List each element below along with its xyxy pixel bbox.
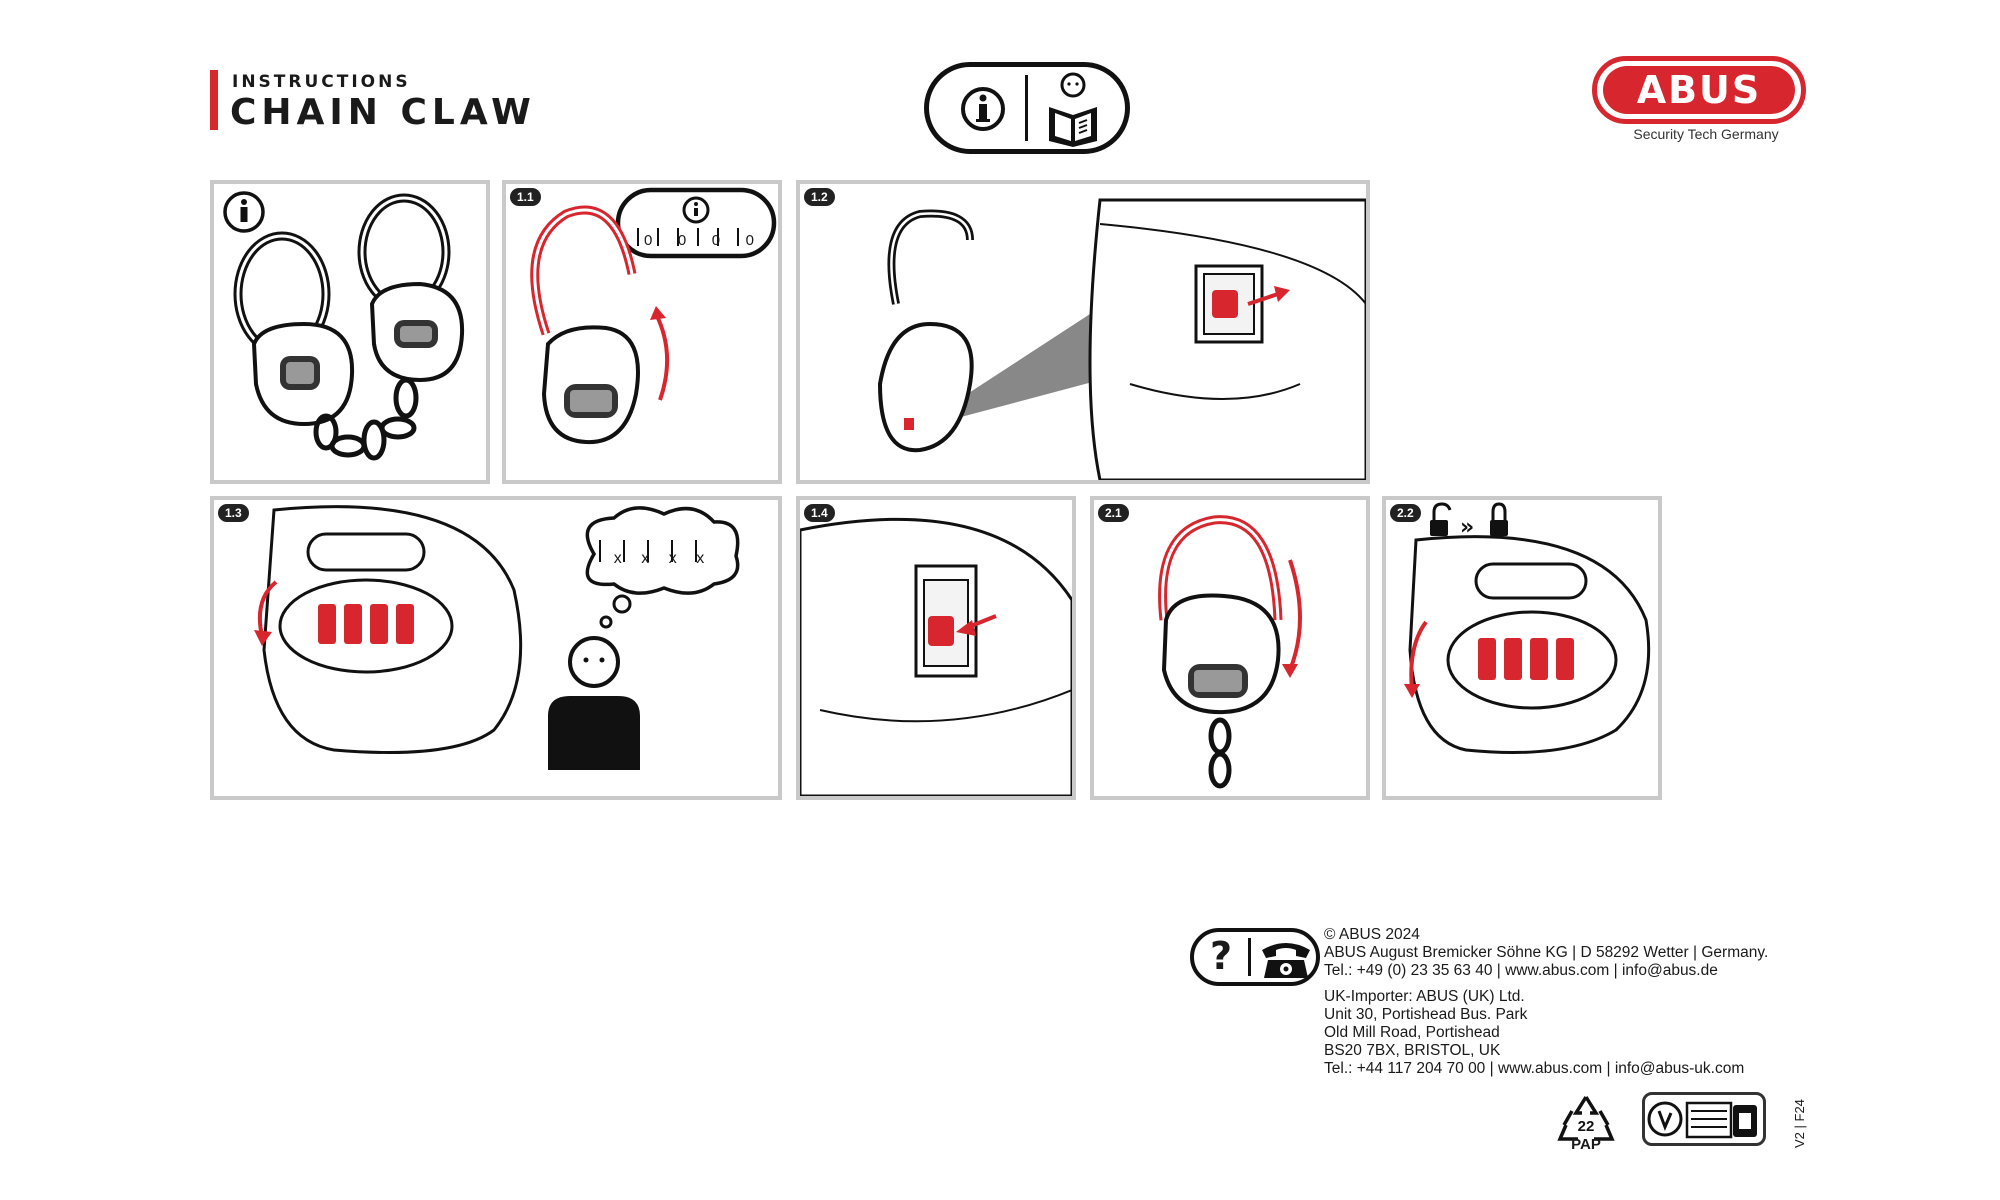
step-badge: 1.4	[804, 504, 835, 522]
code-digit: 0	[745, 232, 754, 249]
recycle-number: 22	[1578, 1118, 1595, 1135]
document-title: CHAIN CLAW	[230, 92, 536, 133]
logo-tagline: Security Tech Germany	[1633, 126, 1779, 142]
code-digit: 0	[711, 232, 721, 249]
read-instructions-pill	[924, 62, 1130, 154]
copyright-text: © ABUS 2024	[1324, 926, 1420, 943]
code-display-secret: x x x x	[604, 550, 714, 568]
step-badge: 2.1	[1098, 504, 1129, 522]
code-digit: 0	[677, 232, 687, 249]
pill-divider	[1025, 75, 1028, 141]
abus-logo-text: ABUS	[1603, 66, 1795, 114]
step-badge: 1.3	[218, 504, 249, 522]
panel-step-1-4: 1.4	[796, 496, 1076, 800]
step-1-4-illustration	[800, 517, 1072, 796]
svg-text:»: »	[1460, 515, 1474, 540]
code-digit: x	[696, 550, 705, 567]
overview-illustration	[223, 191, 465, 461]
recycle-label: PAP	[1571, 1136, 1601, 1153]
footer-contact-block: © ABUS 2024 ABUS August Bremicker Söhne …	[1324, 926, 1768, 1078]
step-badge: 1.1	[510, 188, 541, 206]
uk-address-line-3: BS20 7BX, BRISTOL, UK	[1324, 1042, 1501, 1059]
step-2-1-illustration	[1158, 515, 1302, 789]
company-address: ABUS August Bremicker Söhne KG | D 58292…	[1324, 944, 1769, 961]
panel-step-2-1: 2.1	[1090, 496, 1370, 800]
code-digit: x	[668, 550, 677, 567]
step-1-1-illustration	[530, 187, 777, 445]
panel-step-1-1: 1.1 0 0 0 0	[502, 180, 782, 484]
triman-icon	[1642, 1092, 1766, 1146]
recycle-icon: 22	[1557, 1096, 1615, 1141]
panel-step-2-2: 2.2 »	[1382, 496, 1662, 800]
code-digit: 0	[644, 232, 653, 249]
help-contact-pill: ?	[1190, 928, 1320, 986]
uk-address-line-1: Unit 30, Portishead Bus. Park	[1324, 1006, 1528, 1023]
manual-reader-icon	[1049, 72, 1097, 147]
step-1-3-illustration	[254, 505, 740, 770]
version-code: V2 | F24	[1792, 1099, 1807, 1148]
panel-overview	[210, 180, 490, 484]
footer-gap	[1324, 980, 1768, 988]
pill-divider	[1248, 938, 1251, 976]
panel-step-1-3: 1.3 x x x x	[210, 496, 782, 800]
panel-step-1-2: 1.2	[796, 180, 1370, 484]
phone-icon	[1262, 943, 1310, 978]
step-2-2-illustration: »	[1404, 502, 1651, 754]
document-subtitle: INSTRUCTIONS	[232, 72, 411, 92]
closed-lock-icon	[1490, 502, 1508, 536]
step-badge: 1.2	[804, 188, 835, 206]
uk-importer: UK-Importer: ABUS (UK) Ltd.	[1324, 988, 1525, 1005]
step-1-2-illustration	[877, 198, 1366, 480]
contact-germany: Tel.: +49 (0) 23 35 63 40 | www.abus.com…	[1324, 962, 1718, 979]
contact-uk: Tel.: +44 117 204 70 00 | www.abus.com |…	[1324, 1060, 1745, 1077]
title-accent-bar	[210, 70, 218, 130]
step-badge: 2.2	[1390, 504, 1421, 522]
code-digit: x	[641, 550, 650, 567]
uk-address-line-2: Old Mill Road, Portishead	[1324, 1024, 1500, 1041]
code-digit: x	[613, 550, 622, 567]
triman-illustration	[1647, 1101, 1757, 1139]
help-icon: ?	[1210, 934, 1233, 978]
abus-logo: ABUS	[1592, 56, 1806, 124]
code-display-open: 0 0 0 0	[644, 232, 754, 249]
info-icon	[961, 87, 1005, 131]
open-lock-icon	[1430, 502, 1452, 536]
